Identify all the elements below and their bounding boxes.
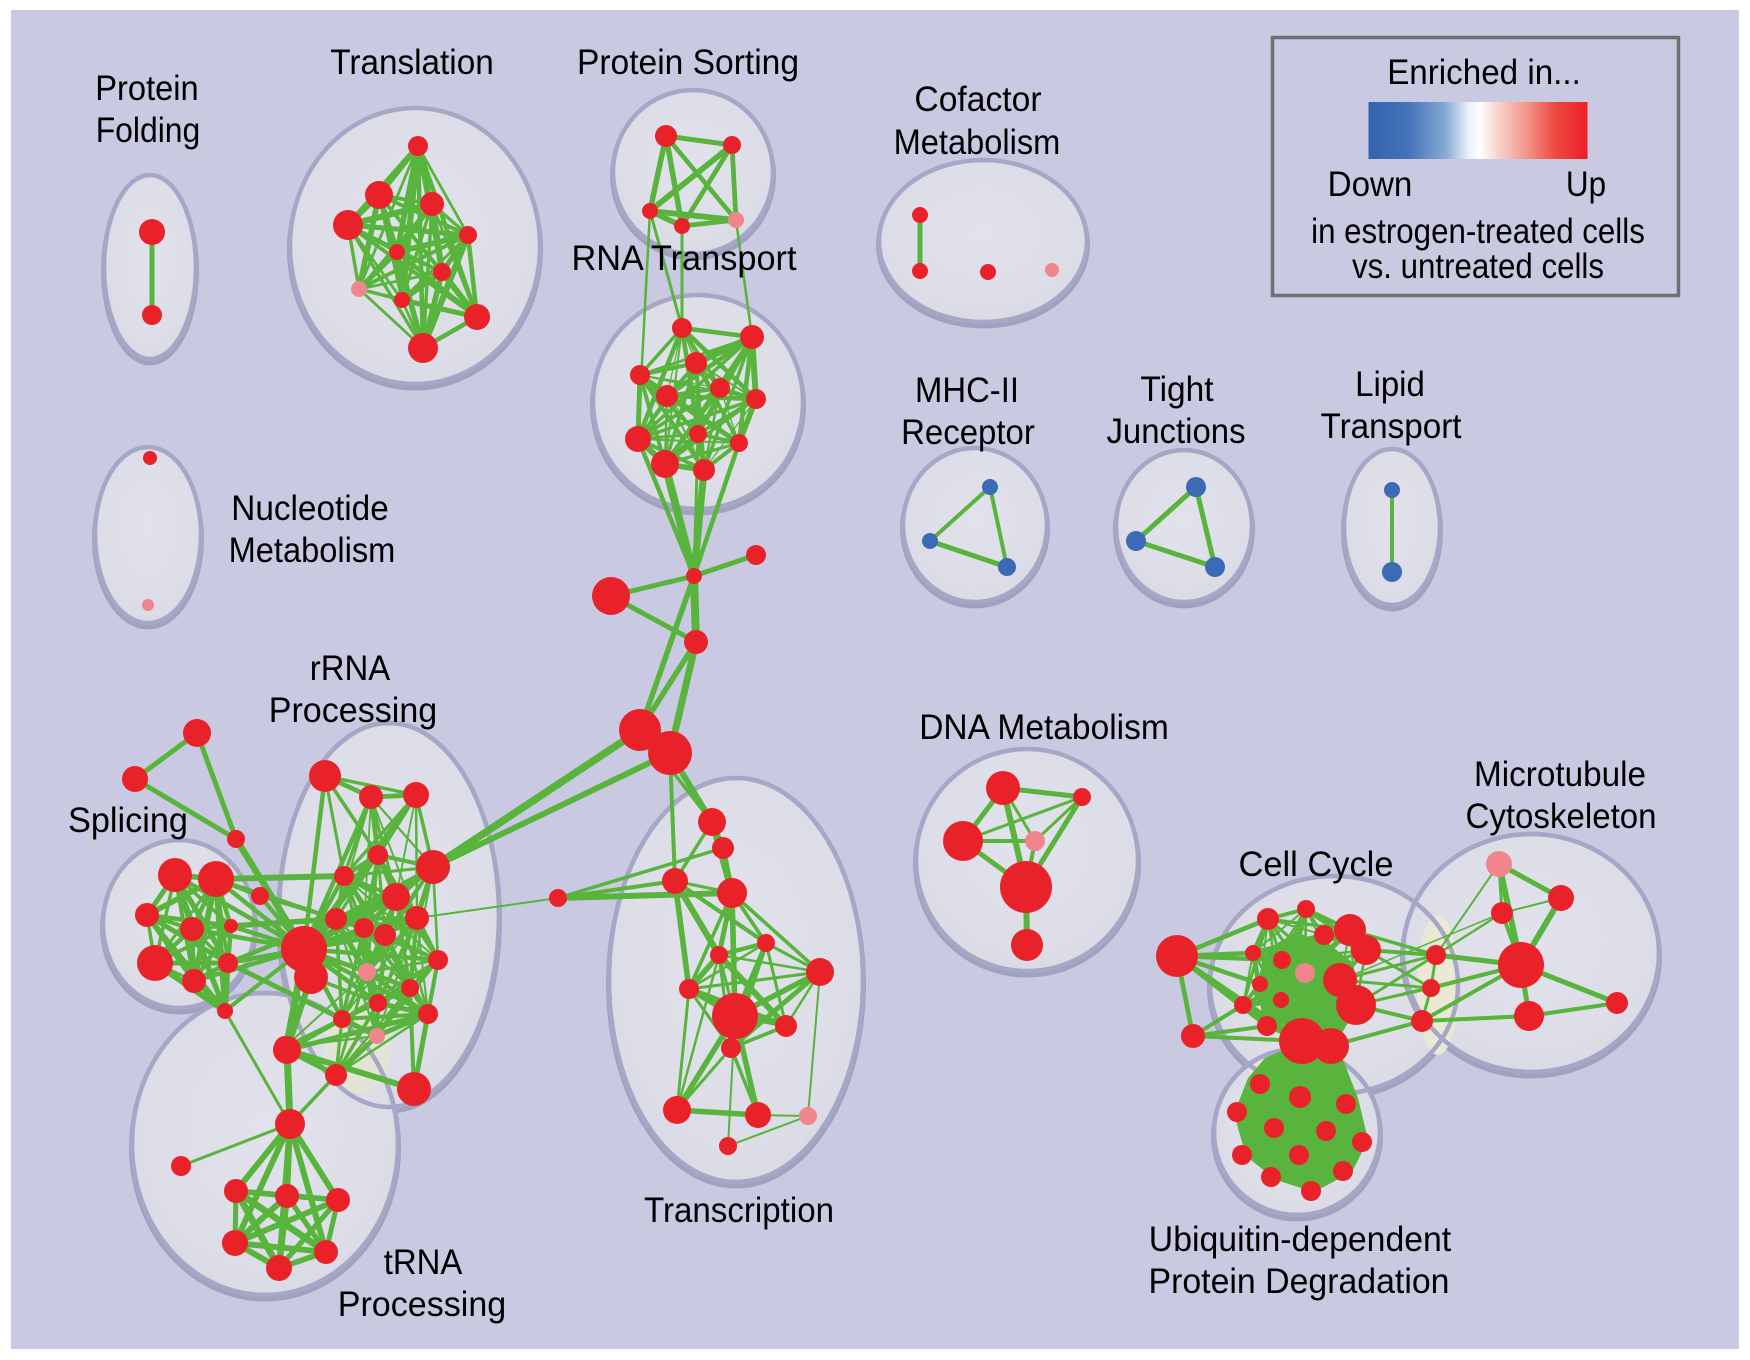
svg-text:Splicing: Splicing bbox=[68, 801, 188, 840]
svg-text:Nucleotide: Nucleotide bbox=[231, 489, 389, 528]
svg-text:vs. untreated cells: vs. untreated cells bbox=[1352, 247, 1604, 286]
svg-text:Protein Degradation: Protein Degradation bbox=[1149, 1262, 1450, 1301]
svg-text:Down: Down bbox=[1328, 165, 1413, 204]
svg-text:Metabolism: Metabolism bbox=[894, 123, 1061, 162]
svg-text:Microtubule: Microtubule bbox=[1474, 755, 1646, 794]
svg-text:Transcription: Transcription bbox=[644, 1191, 834, 1230]
svg-text:Up: Up bbox=[1566, 165, 1606, 204]
svg-text:Tight: Tight bbox=[1140, 370, 1213, 409]
svg-text:Folding: Folding bbox=[96, 111, 201, 150]
svg-text:in estrogen-treated cells: in estrogen-treated cells bbox=[1311, 212, 1645, 251]
svg-text:Lipid: Lipid bbox=[1355, 365, 1425, 404]
svg-text:Junctions: Junctions bbox=[1106, 412, 1245, 451]
svg-text:Enriched in...: Enriched in... bbox=[1387, 53, 1581, 92]
svg-text:RNA Transport: RNA Transport bbox=[572, 239, 797, 278]
svg-text:Protein: Protein bbox=[95, 69, 198, 108]
svg-text:rRNA: rRNA bbox=[310, 649, 391, 688]
svg-text:Cytoskeleton: Cytoskeleton bbox=[1466, 797, 1657, 836]
svg-text:Translation: Translation bbox=[330, 43, 494, 82]
svg-text:Receptor: Receptor bbox=[901, 413, 1035, 452]
svg-text:Processing: Processing bbox=[338, 1285, 507, 1324]
svg-text:Metabolism: Metabolism bbox=[229, 531, 396, 570]
svg-text:Transport: Transport bbox=[1321, 407, 1462, 446]
svg-text:Processing: Processing bbox=[269, 691, 438, 730]
svg-text:Cell Cycle: Cell Cycle bbox=[1239, 845, 1394, 884]
svg-text:MHC-II: MHC-II bbox=[915, 371, 1019, 410]
svg-text:Cofactor: Cofactor bbox=[914, 80, 1042, 119]
svg-text:Ubiquitin-dependent: Ubiquitin-dependent bbox=[1149, 1220, 1452, 1259]
svg-text:Protein Sorting: Protein Sorting bbox=[577, 43, 799, 82]
svg-text:tRNA: tRNA bbox=[384, 1243, 463, 1282]
svg-text:DNA Metabolism: DNA Metabolism bbox=[919, 708, 1169, 747]
